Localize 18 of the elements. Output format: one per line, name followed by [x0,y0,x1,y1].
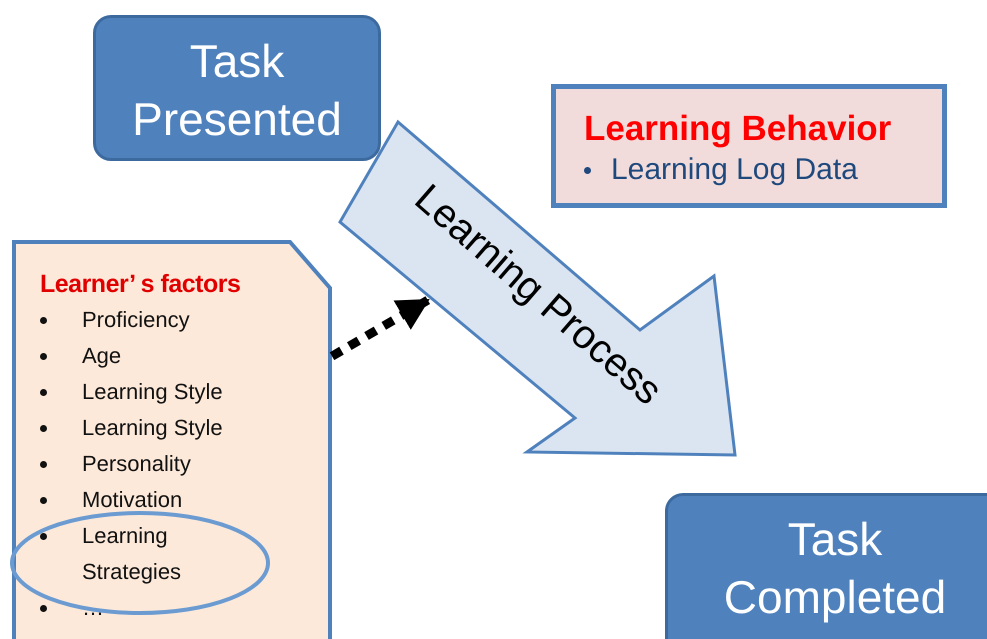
list-item: Age [82,342,122,370]
list-item: Learning Style [82,378,224,406]
list-item: Motivation [82,486,184,514]
list-card [12,240,332,639]
box-label: Task Completed [722,512,948,626]
task-box [665,493,987,639]
list-item: Learning Log Data [611,153,858,187]
task-box [93,15,381,161]
arrow [330,296,430,360]
info-box [551,84,947,208]
list-item: Learning Style [82,414,224,442]
list-item: Proficiency [82,306,191,334]
box-heading: Learner’ s factors [40,270,240,299]
list-item: … [82,594,105,622]
list-item: Learning Strategies [82,522,182,586]
box-label: Task Presented [131,34,343,148]
box-heading: Learning Behavior [584,109,892,149]
list-item: Personality [82,450,192,478]
